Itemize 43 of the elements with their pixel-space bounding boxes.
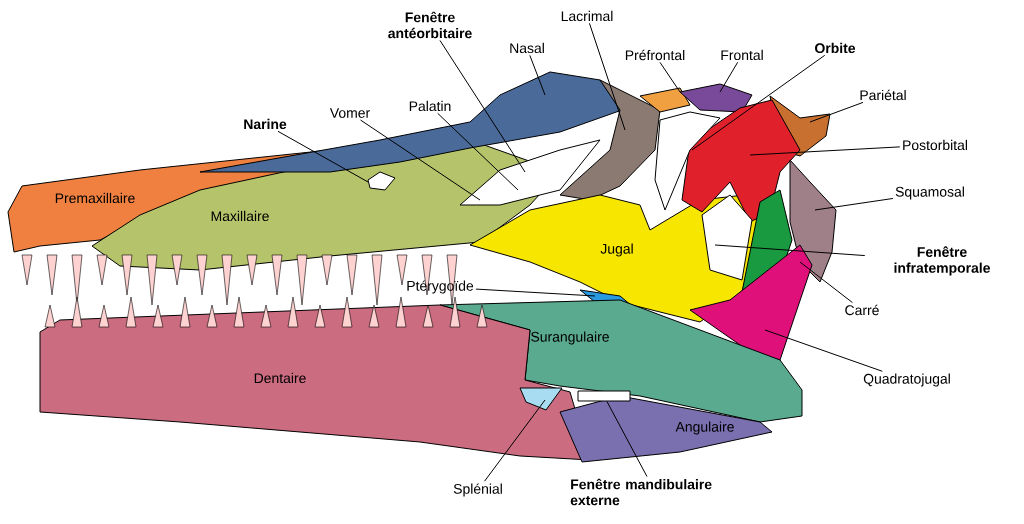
leader-line — [529, 54, 546, 96]
part-label: Carré — [845, 304, 879, 316]
part-label: Ptérygoïde — [407, 280, 474, 294]
mandible-opening — [577, 390, 631, 402]
part-label: Lacrimal — [561, 10, 613, 22]
leader-line — [360, 119, 481, 201]
leader-line — [814, 197, 894, 211]
part-label: Orbite — [815, 42, 856, 54]
leader-line — [606, 401, 648, 478]
part-label: Nasal — [510, 42, 544, 54]
bone-label: Angulaire — [675, 421, 734, 435]
leader-line — [484, 399, 546, 482]
leader-line — [749, 146, 901, 156]
bone-label: Jugal — [600, 243, 633, 257]
leader-line — [659, 61, 681, 93]
leader-line — [439, 39, 526, 173]
leader-line — [799, 261, 853, 304]
leader-line — [714, 244, 866, 257]
part-label: Fenêtre mandibulaire externe — [570, 478, 712, 506]
bone-label: Premaxillaire — [55, 192, 135, 204]
leader-line — [691, 54, 826, 151]
leader-line — [475, 288, 596, 297]
bone-label: Surangulaire — [531, 331, 609, 345]
part-label: Pariétal — [860, 89, 906, 101]
part-label: Vomer — [329, 108, 370, 118]
part-label: Narine — [244, 118, 287, 130]
part-label: Palatin — [409, 100, 451, 112]
leader-line — [437, 112, 519, 191]
bone-label: Dentaire — [254, 372, 306, 384]
part-label: Frontal — [721, 49, 763, 61]
leader-line — [809, 101, 864, 123]
part-label: Préfrontal — [625, 49, 685, 61]
part-label: Quadratojugal — [863, 373, 950, 387]
part-label: Fenêtre antéorbitaire — [388, 11, 472, 39]
leader-line — [719, 61, 739, 93]
part-label: Fenêtre infratemporale — [894, 246, 990, 276]
leader-line — [764, 329, 883, 372]
leader-line — [277, 130, 369, 183]
bone-label: Maxillaire — [211, 210, 269, 222]
part-label: Splénial — [453, 483, 502, 497]
part-label: Squamosal — [895, 186, 964, 200]
part-label: Postorbital — [903, 139, 967, 151]
leader-line — [588, 22, 626, 131]
